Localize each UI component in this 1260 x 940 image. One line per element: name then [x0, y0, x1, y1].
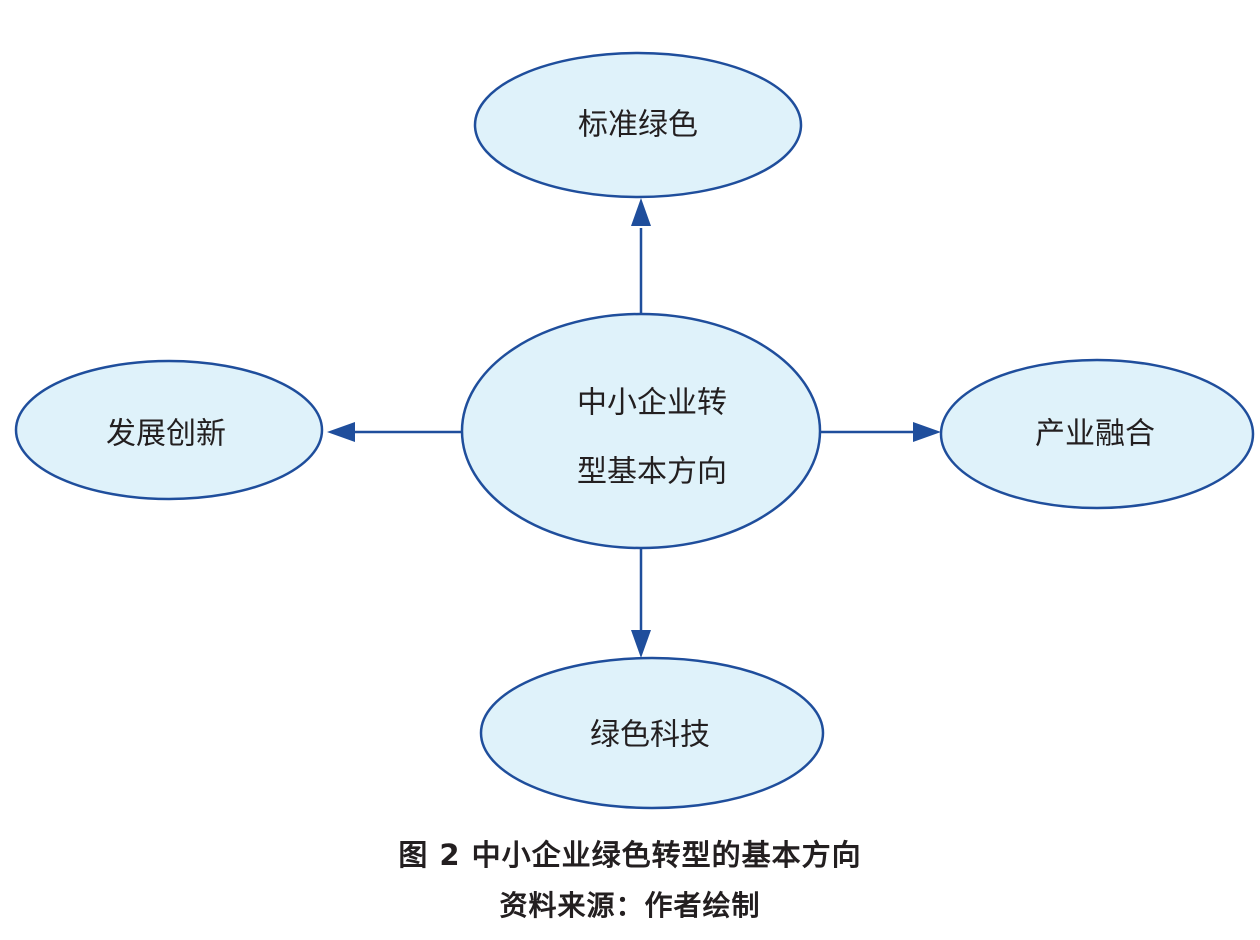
source-caption: 资料来源：作者绘制 — [499, 889, 761, 922]
figure-caption: 图 2 中小企业绿色转型的基本方向 — [398, 838, 862, 872]
node-right: 产业融合 — [939, 358, 1255, 510]
edges — [327, 198, 941, 658]
node-center-label-line1: 中小企业转 — [577, 386, 727, 421]
node-center-label-line2: 型基本方向 — [577, 455, 727, 490]
direction-diagram: 标准绿色 发展创新 产业融合 绿色科技 中小企业转 型基本方向 — [14, 51, 1255, 810]
node-bottom-label: 绿色科技 — [590, 718, 710, 753]
node-left-label: 发展创新 — [106, 417, 226, 452]
arrowhead-left — [327, 422, 355, 442]
node-bottom: 绿色科技 — [479, 656, 825, 810]
node-right-ellipse — [939, 358, 1255, 510]
node-top-label: 标准绿色 — [578, 108, 698, 143]
arrowhead-top — [631, 198, 651, 226]
node-right-label: 产业融合 — [1035, 417, 1155, 452]
arrowhead-bottom — [631, 630, 651, 658]
node-bottom-ellipse — [479, 656, 825, 810]
arrowhead-right — [913, 422, 941, 442]
node-left-ellipse — [14, 359, 324, 501]
node-top-ellipse — [473, 51, 803, 199]
node-top: 标准绿色 — [473, 51, 803, 199]
node-center: 中小企业转 型基本方向 — [460, 312, 822, 550]
node-center-ellipse — [460, 312, 822, 550]
node-left: 发展创新 — [14, 359, 324, 501]
